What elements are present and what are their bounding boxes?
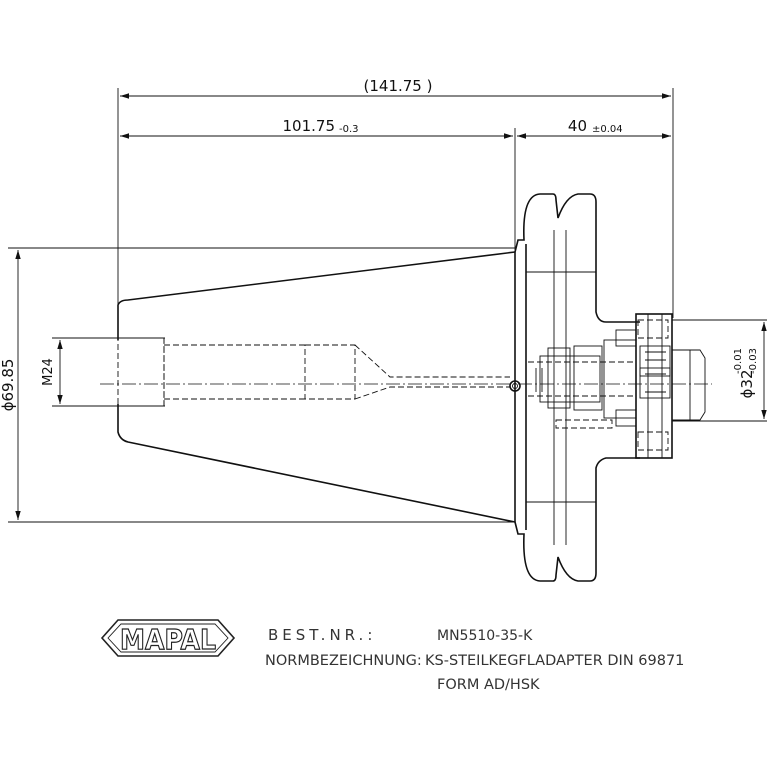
taper-body (117, 251, 516, 523)
flange-length-label: 40 (568, 117, 587, 135)
threaded-bore (117, 337, 510, 407)
title-block: BEST.NR.: MN5510-35-K NORMBEZEICHNUNG: K… (265, 626, 684, 693)
dimension-bore-diameter: ϕ32 -0.01 -0.03 (672, 319, 767, 422)
hsk-interface (635, 313, 706, 459)
bore-tol-lower-label: -0.03 (748, 348, 759, 374)
taper-length-label: 101.75 (283, 117, 336, 135)
thread-label: M24 (41, 358, 56, 386)
clamping-mechanism (509, 329, 637, 429)
logo-text: MAPAL (120, 623, 216, 656)
order-number-label: BEST.NR.: (268, 626, 376, 644)
dimension-taper-length: 101.75 -0.3 (120, 117, 516, 250)
dimension-thread: M24 (41, 337, 165, 407)
diameter-large-label: ϕ69.85 (0, 359, 17, 412)
norm-designation-value: KS-STEILKEGFLADAPTER DIN 69871 (425, 653, 684, 669)
taper-tolerance-label: -0.3 (339, 124, 359, 135)
order-number-value: MN5510-35-K (437, 628, 533, 644)
mapal-logo: MAPAL (100, 619, 236, 657)
dimension-diameter-large: ϕ69.85 (0, 247, 515, 523)
norm-designation-label: NORMBEZEICHNUNG: (265, 653, 422, 669)
overall-length-label: (141.75 ) (364, 77, 433, 95)
dimension-flange-length: 40 ±0.04 (517, 117, 671, 139)
dimension-overall-length: (141.75 ) (117, 77, 674, 340)
bore-diameter-label: ϕ32 (738, 370, 756, 399)
flange (514, 193, 640, 582)
flange-tolerance-label: ±0.04 (592, 124, 623, 135)
bore-tol-upper-label: -0.01 (733, 348, 744, 374)
form-designation: FORM AD/HSK (437, 677, 540, 693)
